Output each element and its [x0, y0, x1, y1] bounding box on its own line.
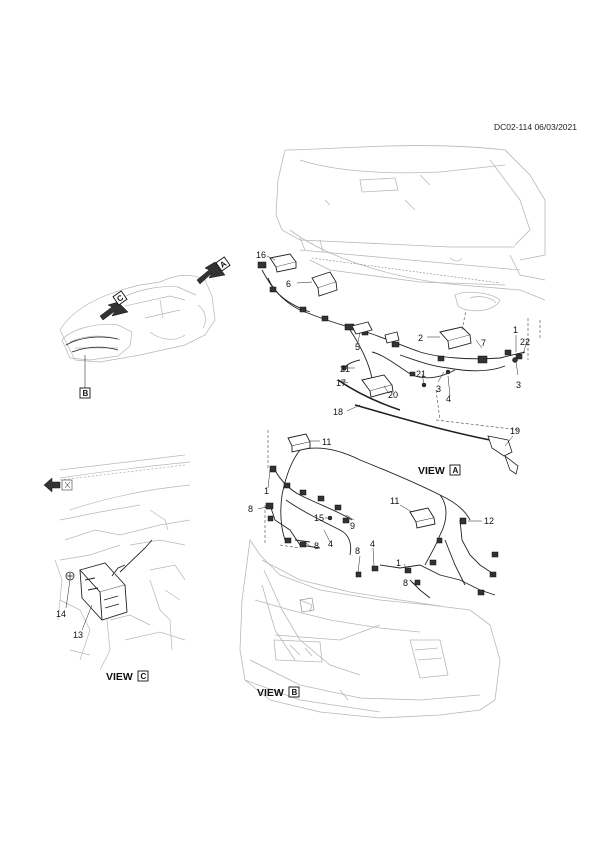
- arrow-icon: [99, 261, 226, 321]
- view-b-text: VIEW: [257, 687, 284, 699]
- rear-dashed-guides: [435, 309, 541, 431]
- front-vehicle-outline: [239, 538, 501, 719]
- callout-15: 15: [314, 513, 324, 523]
- overview-markers: A C B: [79, 256, 231, 399]
- callout-3: 3: [516, 380, 521, 390]
- view-a-callouts: 16 6 5 2 7 1 22 21 21 3 3 17 20 4 18 19: [256, 250, 530, 436]
- view-c-label: VIEW C: [106, 670, 149, 683]
- view-c-structure: [54, 454, 191, 671]
- view-c-module: [79, 539, 153, 621]
- callout-17: 17: [336, 378, 346, 388]
- front-dashed-guides: [264, 430, 301, 549]
- rear-vehicle-outline: [275, 145, 546, 312]
- rear-bumper-rail: [311, 257, 501, 284]
- overview-car-front-highlight: [65, 336, 119, 353]
- callout-4: 4: [328, 539, 333, 549]
- callout-11: 11: [322, 437, 331, 447]
- callout-11: 11: [390, 496, 399, 506]
- callout-19: 19: [510, 426, 520, 436]
- view-a-leaders: [266, 255, 528, 447]
- callout-1: 1: [513, 325, 518, 335]
- view-c-bolt: [65, 571, 75, 581]
- callout-13: 13: [73, 630, 83, 640]
- rear-hose-fittings: [487, 435, 519, 475]
- view-c-letter: C: [141, 672, 147, 681]
- view-b-callouts: 11 1 8 15 4 9 8 11 12 8 4 1 8: [248, 437, 494, 588]
- overview-car: [59, 274, 216, 363]
- view-c-leaders: [65, 579, 93, 631]
- marker-c: C: [115, 293, 125, 304]
- marker-a: A: [218, 259, 228, 270]
- callout-14: 14: [56, 609, 66, 619]
- callout-7: 7: [481, 338, 486, 348]
- view-a-text: VIEW: [418, 465, 445, 477]
- callout-22: 22: [520, 337, 530, 347]
- view-b-leaders: [257, 440, 482, 584]
- callout-5: 5: [355, 342, 360, 352]
- callout-4: 4: [370, 539, 375, 549]
- view-b-label: VIEW B: [257, 686, 300, 699]
- callout-20: 20: [388, 390, 398, 400]
- view-a-letter: A: [453, 466, 459, 475]
- callout-16: 16: [256, 250, 266, 260]
- callout-1: 1: [264, 486, 269, 496]
- callout-6: 6: [286, 279, 291, 289]
- front-harness-connectors: [265, 465, 499, 596]
- callout-1: 1: [396, 558, 401, 568]
- callout-21: 21: [340, 364, 350, 374]
- arrow-icon: [43, 477, 73, 493]
- view-a-label: VIEW A: [418, 464, 461, 477]
- rear-harness-connectors: [257, 261, 523, 388]
- callout-8: 8: [314, 541, 319, 551]
- view-b-letter: B: [292, 688, 298, 697]
- view-c-text: VIEW: [106, 671, 133, 683]
- callout-8: 8: [403, 578, 408, 588]
- front-vehicle-emblem: [299, 597, 315, 613]
- callout-18: 18: [333, 407, 343, 417]
- callout-12: 12: [484, 516, 494, 526]
- callout-9: 9: [350, 521, 355, 531]
- view-c-dashes: [59, 464, 186, 481]
- callout-3: 3: [436, 384, 441, 394]
- callout-8: 8: [248, 504, 253, 514]
- view-c-callouts: 14 13: [56, 609, 83, 640]
- rear-washer-hoses: [337, 379, 511, 447]
- callout-4: 4: [446, 394, 451, 404]
- callout-21: 21: [416, 369, 426, 379]
- callout-8: 8: [355, 546, 360, 556]
- marker-b: B: [83, 389, 89, 398]
- front-modules: [287, 433, 436, 529]
- document-code: DC02-114 06/03/2021: [493, 122, 577, 132]
- callout-2: 2: [418, 333, 423, 343]
